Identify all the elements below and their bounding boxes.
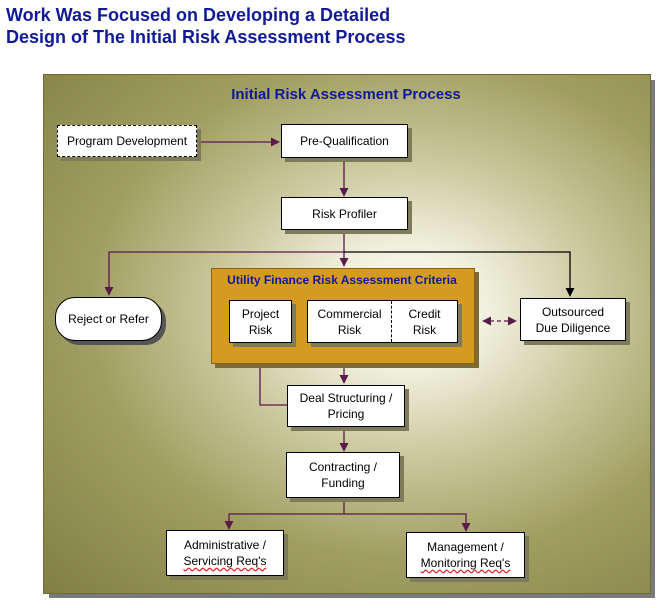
- program-development-node: Program Development: [57, 125, 197, 157]
- arrow-deal-to-project-risk: [255, 356, 287, 406]
- outsourced-due-diligence-node: Outsourced Due Diligence: [520, 298, 626, 341]
- risk-criteria-title: Utility Finance Risk Assessment Criteria: [227, 273, 457, 287]
- commercial-risk-cell: Commercial Risk: [308, 301, 392, 342]
- slide-title: Work Was Focused on Developing a Detaile…: [6, 4, 646, 48]
- credit-risk-cell: Credit Risk: [408, 306, 441, 337]
- arrow-split-to-reject: [104, 251, 344, 296]
- diagram-title: Initial Risk Assessment Process: [231, 86, 461, 103]
- arrow-contracting-split: [224, 498, 345, 530]
- commercial-credit-risk-node: Commercial Risk Credit Risk: [307, 300, 458, 343]
- deal-structuring-node: Deal Structuring / Pricing: [287, 385, 405, 427]
- risk-profiler-node: Risk Profiler: [281, 197, 408, 230]
- reject-or-refer-node: Reject or Refer: [55, 297, 162, 341]
- slide-title-line-1: Work Was Focused on Developing a Detaile…: [6, 5, 391, 25]
- management-monitoring-node: Management / Monitoring Req's: [406, 532, 525, 578]
- administrative-servicing-node: Administrative / Servicing Req's: [166, 530, 284, 576]
- pre-qualification-node: Pre-Qualification: [281, 124, 408, 158]
- arrow-contracting-to-management: [344, 513, 471, 532]
- arrow-split-to-outsourced: [344, 251, 575, 297]
- contracting-funding-node: Contracting / Funding: [286, 452, 400, 498]
- slide-title-line-2: Design of The Initial Risk Assessment Pr…: [6, 27, 406, 47]
- project-risk-node: Project Risk: [229, 300, 292, 343]
